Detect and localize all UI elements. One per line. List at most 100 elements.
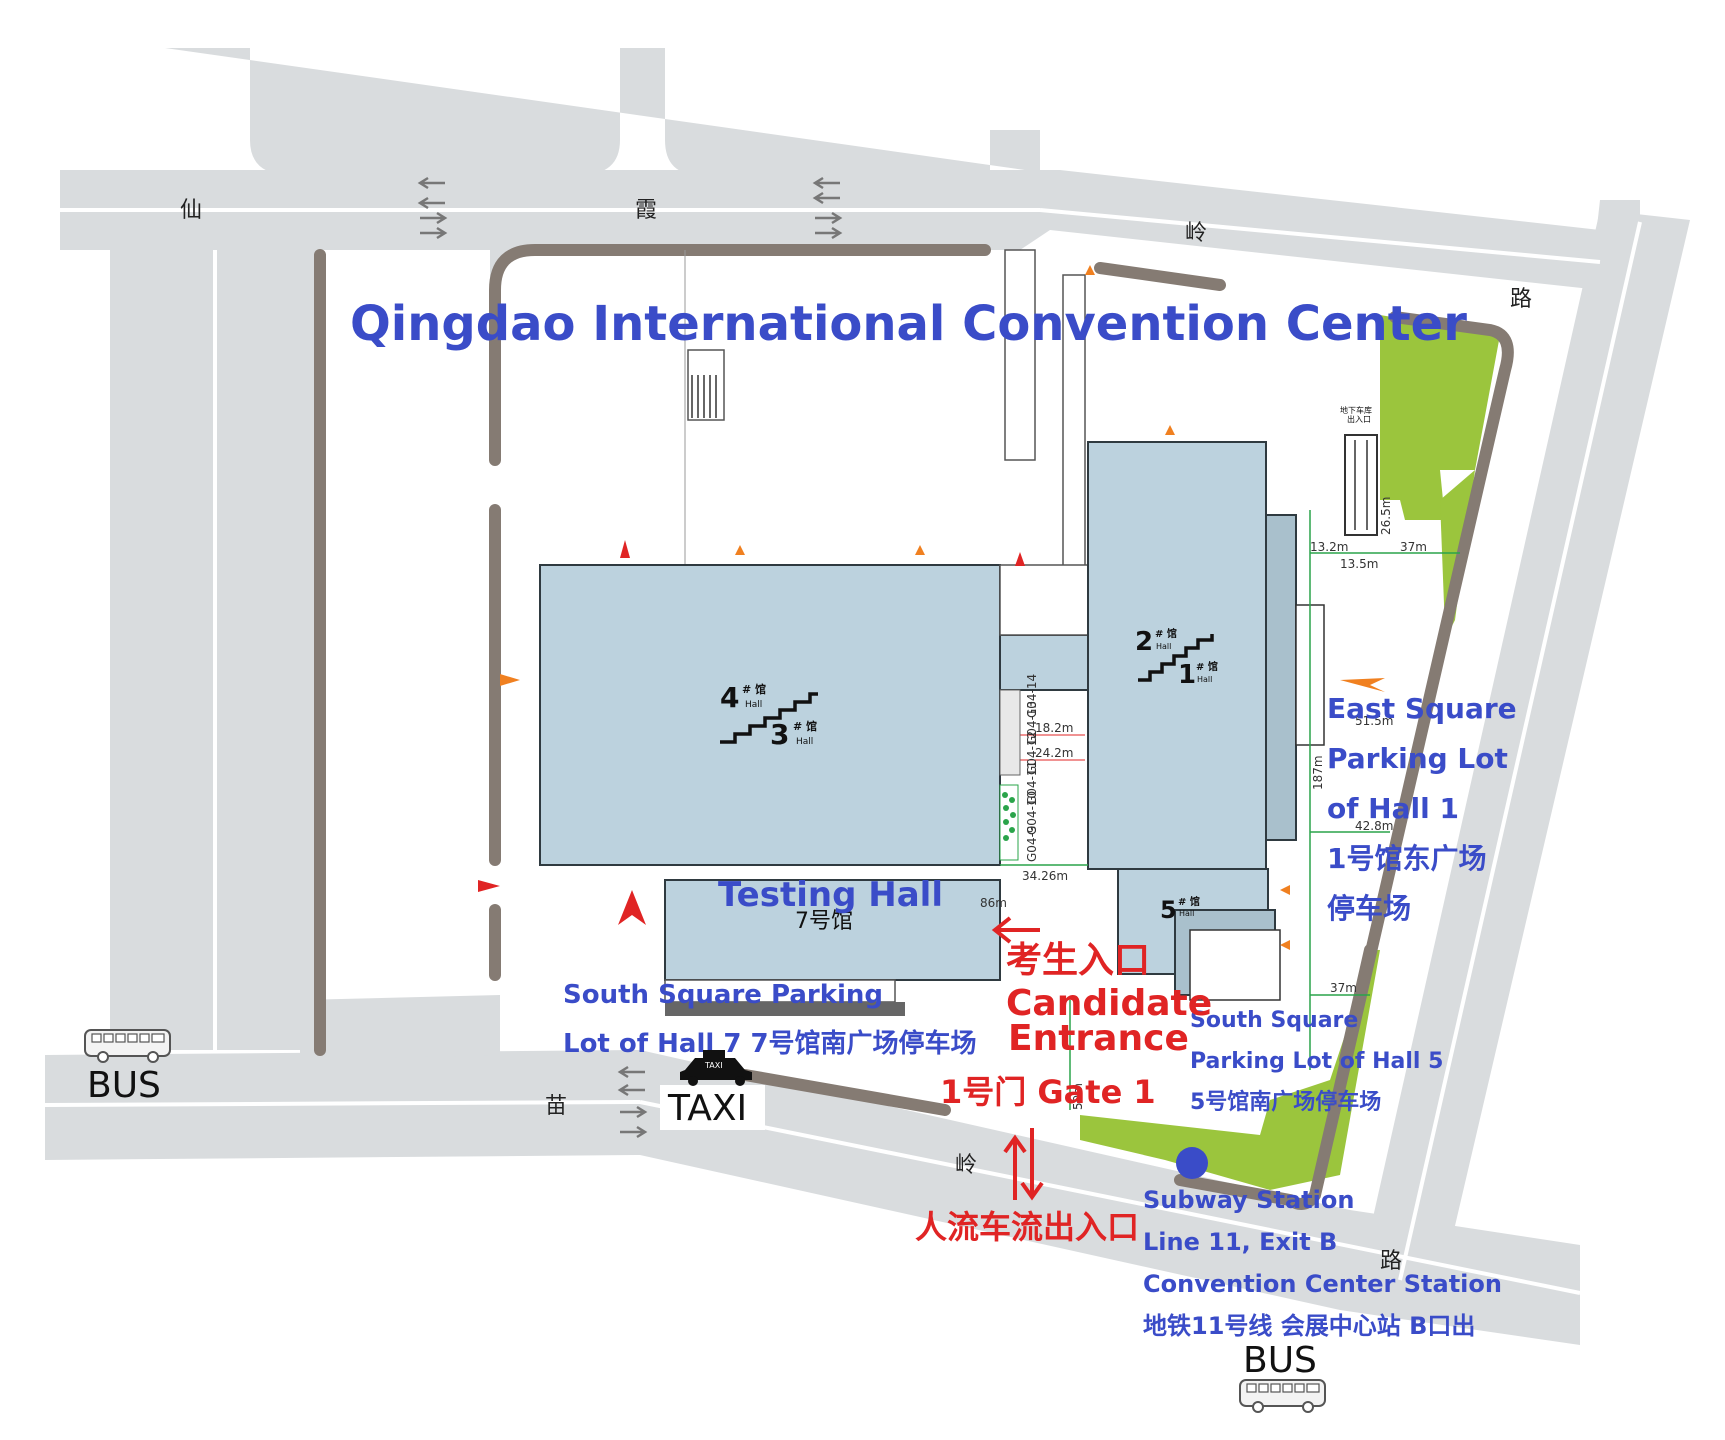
code-g04-12: G04-12 [1025,731,1039,775]
hall-3-hash: # 馆 [793,719,817,733]
subway-line-3: Convention Center Station [1143,1270,1502,1298]
bus-label-south: BUS [1243,1340,1317,1381]
taxi-icon: TAXI [680,1050,752,1086]
entrance-markers [478,265,1385,950]
hall-5-stair [1189,929,1281,1001]
bus-icon [84,1029,171,1063]
hall-5-en: Hall [1179,909,1194,918]
dim-26-5m: 26.5m [1379,497,1393,535]
south-parking-5-line-2: Parking Lot of Hall 5 [1190,1049,1443,1074]
dim-50m: 50m [1071,1083,1085,1110]
taxi-stand: TAXI TAXI [660,1050,765,1130]
candidate-entrance-en-1: Candidate [1006,983,1212,1024]
hall-2-number: 2 [1135,627,1153,657]
dimension-lines [999,510,1460,1110]
dim-13-2m: 13.2m [1310,540,1348,554]
east-parking-line-5: 停车场 [1327,892,1411,925]
crosswalk-north [691,375,717,418]
dim-13-5m: 13.5m [1340,557,1378,571]
code-g04-14: G04-14 [1025,674,1039,718]
subway-line-4: 地铁11号线 会展中心站 B口出 [1143,1312,1475,1340]
dim-51-5m: 51.5m [1355,714,1393,728]
traffic-arrows [417,176,843,1139]
east-parking-line-3: of Hall 1 [1327,792,1459,825]
bus-label-west: BUS [87,1065,161,1106]
road-east-diagonal [1360,210,1690,1290]
south-parking-5-line-1: South Square [1190,1008,1358,1033]
flow-entrance-label: 人流车流出入口 [915,1208,1139,1246]
service-lanes [687,249,1086,576]
dim-42-8m: 42.8m [1355,819,1393,833]
candidate-entrance-arrow [991,916,1040,944]
dim-86m: 86m [980,896,1007,910]
hall-1-hash: # 馆 [1196,660,1218,673]
taxi-label: TAXI [667,1088,747,1129]
east-parking-line-2: Parking Lot [1327,742,1508,775]
hall-4-3-stairs-icon [720,692,818,744]
hall-3-number: 3 [770,718,789,751]
garage-label-1: 地下车库 [1340,405,1372,415]
candidate-entrance-en-2: Entrance [1008,1018,1189,1059]
subway-line-2: Line 11, Exit B [1143,1228,1337,1256]
bus-icon [1239,1379,1326,1413]
road-east-stub [1590,200,1640,290]
road-name-ling-south: 岭 [955,1153,977,1178]
dim-34-26m: 34.26m [1022,869,1068,883]
hall-1-number: 1 [1178,660,1196,690]
south-parking-7-label: South Square Parking Lot of Hall 7 7号馆南广… [563,980,977,1059]
road-top-left-stub [165,48,1060,175]
green-southeast [1080,950,1380,1190]
road-name-ling-north: 岭 [1185,221,1207,246]
hall-7-label: 7号馆 [795,909,853,934]
subway-line-1: Subway Station [1143,1186,1354,1214]
hall-1-en: Hall [1197,675,1212,684]
south-parking-7-line-1: South Square Parking [563,980,883,1010]
dim-187m: 187m [1311,755,1325,790]
testing-hall-label: Testing Hall [718,875,943,915]
code-g04-9: G04-9 [1025,825,1039,862]
road-name-xia: 霞 [635,198,657,223]
road-name-miao: 苗 [545,1094,567,1119]
page-title: Qingdao International Convention Center [350,296,1467,352]
green-east [1380,315,1500,520]
subway-station-marker [1176,1147,1208,1179]
site-boundary [314,244,1514,1210]
garage-label-2: 出入口 [1347,414,1371,424]
hall-7-platform [665,1002,905,1016]
code-g04-11: G04-11 [1025,761,1039,805]
dim-24-2m: 24.2m [1035,746,1073,760]
connector-43-12 [999,634,1089,691]
hall-2-1-stairs-icon [1138,634,1214,682]
east-parking-line-4: 1号馆东广场 [1327,842,1486,875]
hall-1-east-annex [1265,514,1297,841]
hall-4-number: 4 [720,681,739,714]
east-parking-label: East Square Parking Lot of Hall 1 1号馆东广场… [1327,692,1517,925]
road-xianxialing [60,170,1600,290]
subway-label: Subway Station Line 11, Exit B Conventio… [1143,1186,1502,1340]
code-g04-10: G04-10 [1025,791,1039,835]
dim-37m-south: 37m [1330,981,1357,995]
hall-2-en: Hall [1156,642,1171,651]
lane-markings [44,208,1642,1295]
bus-stop-south: BUS [1239,1340,1326,1413]
south-parking-5-label: South Square Parking Lot of Hall 5 5号馆南广… [1190,1008,1443,1115]
halls [539,441,1325,1016]
south-parking-7-line-2: Lot of Hall 7 7号馆南广场停车场 [563,1028,977,1059]
code-g04-13: G04-13 [1025,701,1039,745]
dim-18-2m: 18.2m [1035,721,1073,735]
east-parking-line-1: East Square [1327,692,1517,725]
hall-5-number: 5 [1160,896,1177,924]
road-name-lu-north: 路 [1510,287,1532,312]
hall-5-hash: # 馆 [1178,895,1200,908]
hall-4-en: Hall [745,700,762,710]
road-name-xian: 仙 [180,198,202,223]
gate-1-label: 1号门 Gate 1 [940,1073,1156,1111]
hall-4-3 [539,564,1001,866]
flow-double-arrow [1003,1128,1044,1201]
connector-plaza [999,564,1089,636]
south-parking-5-line-3: 5号馆南广场停车场 [1190,1089,1381,1115]
underground-garage: 地下车库 出入口 [1340,405,1378,536]
taxi-sign-text: TAXI [704,1061,723,1070]
dim-37m-north: 37m [1400,540,1427,554]
